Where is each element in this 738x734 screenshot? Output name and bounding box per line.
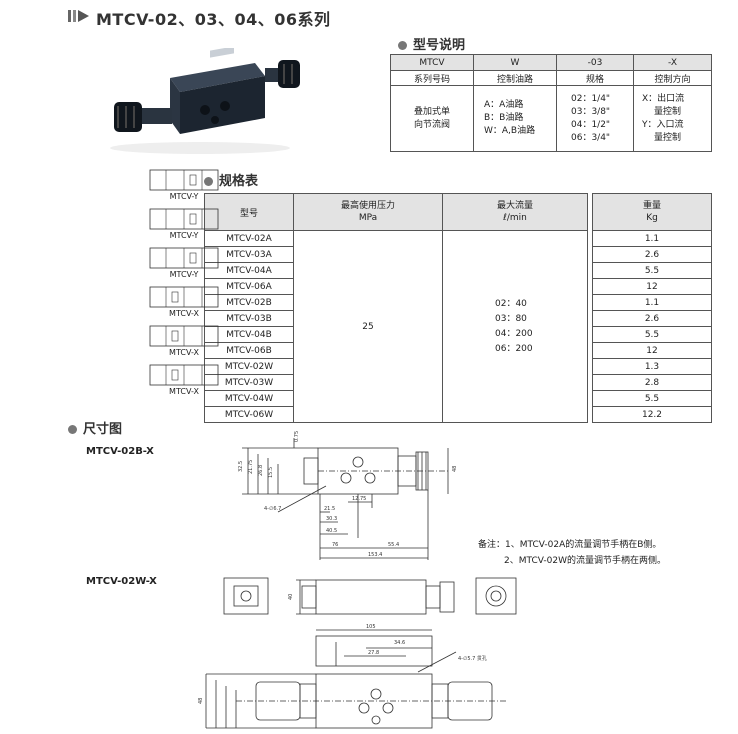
spec-weight-cell: 12.2	[592, 406, 712, 423]
spec-pressure-cell: 25	[293, 230, 443, 423]
model-header-series: MTCV	[390, 54, 474, 71]
valve-symbol: MTCV-Y	[149, 169, 219, 201]
valve-symbol: MTCV-X	[149, 325, 219, 357]
valve-symbol: MTCV-X	[149, 286, 219, 318]
dim-text: 26.8	[258, 465, 264, 476]
spec-header-pressure: 最高使用压力 MPa	[293, 193, 443, 231]
bullet-icon	[68, 425, 77, 434]
spec-weight-cell: 12	[592, 342, 712, 359]
dim-text: 40	[288, 594, 294, 600]
dim-text: 48	[452, 466, 458, 472]
bullet-icon	[204, 177, 213, 186]
notes: 备注：1、MTCV-02A的流量调节手柄在B侧。 2、MTCV-02W的流量调节…	[478, 540, 666, 566]
symbol-label: MTCV-X	[169, 309, 199, 318]
spec-weight-cell: 5.5	[592, 390, 712, 407]
model-desc-size: 02：1/4" 03：3/8" 04：1/2" 06：3/4"	[556, 85, 634, 152]
flow-value: 03：80	[495, 313, 527, 324]
spec-header-model: 型号	[204, 193, 294, 231]
dim-text: 21.5	[324, 506, 335, 512]
spec-heading: 规格表	[204, 170, 258, 189]
dim-text: 40.5	[326, 528, 337, 534]
dim-text: 76	[332, 542, 338, 548]
symbol-label: MTCV-Y	[170, 231, 199, 240]
spec-weight-cell: 2.6	[592, 310, 712, 327]
spec-header-weight: 重量 Kg	[592, 193, 712, 231]
flow-value: 06：200	[495, 343, 533, 354]
spec-weight-cell: 5.5	[592, 326, 712, 343]
spec-header-flow: 最大流量 ℓ/min	[442, 193, 588, 231]
model-label: 系列号码	[390, 70, 474, 86]
dim-text: 27.8	[368, 650, 379, 656]
model-label: 控制油路	[473, 70, 557, 86]
drawing1-label: MTCV-02B-X	[86, 446, 154, 457]
dim-text: 34.6	[394, 640, 405, 646]
spec-weight-cell: 2.6	[592, 246, 712, 263]
spec-model-cell: MTCV-06W	[204, 406, 294, 423]
model-desc-control: A：A油路 B：B油路 W：A,B油路	[473, 85, 557, 152]
symbol-label: MTCV-X	[169, 348, 199, 357]
model-heading: 型号说明	[398, 34, 465, 53]
drawing-02w-x: 40 105 34.6 27.8 4-∅5.7 贯孔 48	[198, 577, 517, 729]
title-arrow-icon	[68, 10, 89, 22]
model-header-direction: -X	[633, 54, 712, 71]
dim-text: 105	[366, 624, 376, 630]
valve-symbol: MTCV-Y	[149, 247, 219, 279]
dim-text: 4-∅5.7 贯孔	[458, 655, 487, 662]
spec-weight-cell: 1.1	[592, 230, 712, 247]
model-label: 控制方向	[633, 70, 712, 86]
drawing-02b-x: 32.5 21.75 26.8 15.5 0.75 48 12.75 21.5 …	[238, 431, 458, 560]
model-desc-series: 叠加式单 向节流阀	[390, 85, 474, 152]
model-label: 规格	[556, 70, 634, 86]
flow-value: 02：40	[495, 298, 527, 309]
drawing2-label: MTCV-02W-X	[86, 576, 157, 587]
model-header-size: -03	[556, 54, 634, 71]
model-desc-direction: X：出口流 量控制 Y：入口流 量控制	[633, 85, 712, 152]
dim-text: 48	[198, 698, 204, 704]
flow-value: 04：200	[495, 328, 533, 339]
page-title: MTCV-02、03、04、06系列	[96, 10, 331, 29]
table-row: MTCV-06W 12.2	[204, 406, 712, 423]
dim-text: 21.75	[248, 460, 254, 474]
hydraulic-symbols: MTCV-Y MTCV-Y MTCV-Y MTCV-X MTCV-X MTCV-X	[149, 169, 219, 396]
valve-symbol: MTCV-X	[149, 364, 219, 396]
spec-flow-cell: 02：40 03：80 04：200 06：200	[442, 230, 588, 423]
spec-weight-cell: 12	[592, 278, 712, 295]
dim-text: 15.5	[268, 467, 274, 478]
symbol-label: MTCV-X	[169, 387, 199, 396]
dimension-heading: 尺寸图	[68, 418, 122, 437]
symbol-label: MTCV-Y	[170, 270, 199, 279]
spec-weight-cell: 1.1	[592, 294, 712, 311]
dim-text: 12.75	[352, 496, 366, 502]
dim-text: 55.4	[388, 542, 399, 548]
model-header-control: W	[473, 54, 557, 71]
dim-text: 32.5	[238, 461, 244, 472]
model-table: MTCV W -03 -X 系列号码 控制油路 规格 控制方向 叠加式单 向节流…	[390, 54, 712, 152]
valve-symbol: MTCV-Y	[149, 208, 219, 240]
spec-weight-cell: 1.3	[592, 358, 712, 375]
dim-text: 4-∅6.7	[264, 506, 281, 512]
product-photo	[110, 48, 300, 154]
bullet-icon	[398, 41, 407, 50]
dim-text: 30.3	[326, 516, 337, 522]
symbol-label: MTCV-Y	[170, 192, 199, 201]
spec-weight-cell: 5.5	[592, 262, 712, 279]
dim-text: 153.4	[368, 552, 382, 558]
dim-text: 0.75	[294, 431, 300, 442]
spec-weight-cell: 2.8	[592, 374, 712, 391]
